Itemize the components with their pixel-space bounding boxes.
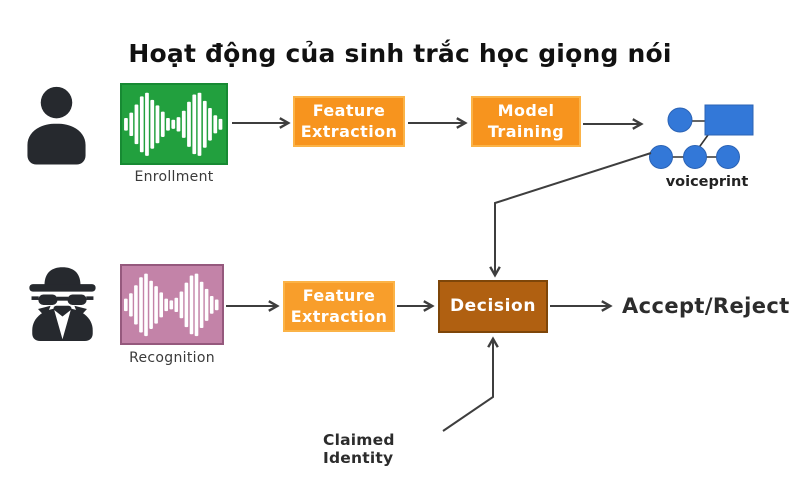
feature-extraction-line1: Feature: [302, 286, 376, 306]
arrow-claimed-identity-to-decision: [442, 340, 493, 432]
spy-icon: [29, 267, 96, 341]
enrollment-waveform-box: [120, 83, 228, 165]
waveform-icon: [124, 273, 219, 336]
feature-extraction-box-recognition: Feature Extraction: [283, 281, 395, 332]
recognition-waveform-box: [120, 264, 224, 345]
enrollment-label: Enrollment: [134, 169, 214, 185]
arrow-voiceprint-to-decision: [495, 152, 652, 274]
recognition-label: Recognition: [129, 350, 215, 366]
model-training-box: Model Training: [471, 96, 581, 147]
decision-label: Decision: [449, 295, 537, 316]
model-training-line2: Training: [487, 121, 565, 141]
voiceprint-graph-icon: [649, 104, 754, 169]
model-training-line1: Model: [497, 101, 555, 121]
feature-extraction-box-enrollment: Feature Extraction: [293, 96, 405, 147]
waveform-icon: [124, 92, 223, 156]
decision-box: Decision: [438, 280, 548, 333]
person-icon: [27, 86, 86, 165]
voiceprint-label: voiceprint: [665, 174, 749, 190]
claimed-identity-label: Claimed Identity: [323, 431, 395, 467]
feature-extraction-line1: Feature: [312, 101, 386, 121]
diagram-title: Hoạt động của sinh trắc học giọng nói: [128, 39, 672, 68]
feature-extraction-line2: Extraction: [290, 306, 388, 326]
feature-extraction-line2: Extraction: [300, 121, 398, 141]
accept-reject-label: Accept/Reject: [622, 294, 790, 318]
